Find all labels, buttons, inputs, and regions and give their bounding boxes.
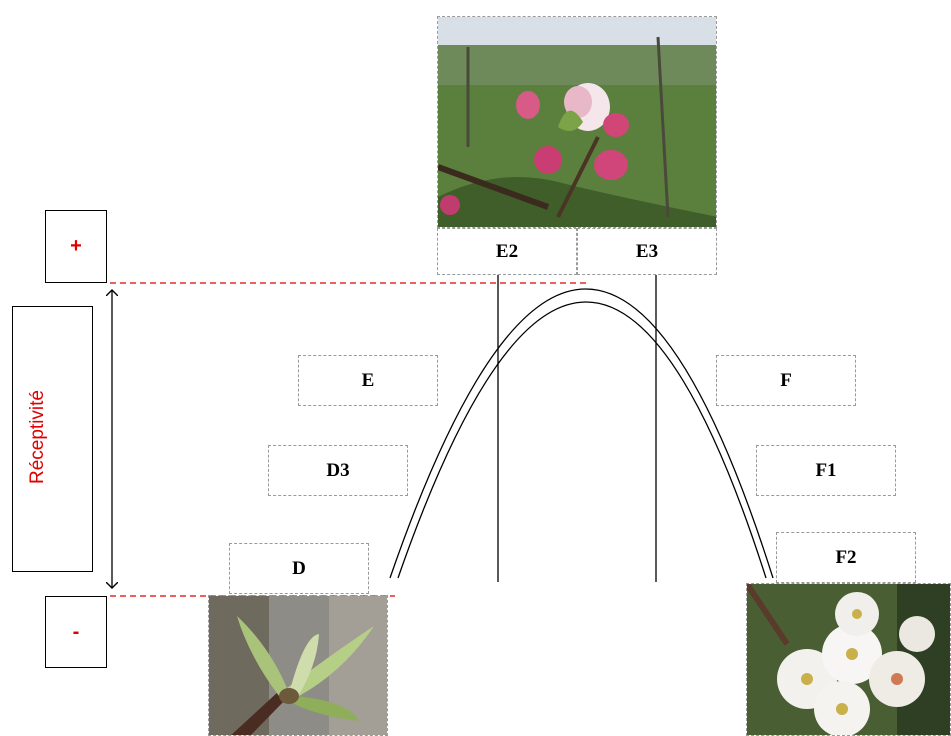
d-stage-bud-image: [209, 596, 387, 735]
low-receptivity-box: -: [45, 596, 107, 668]
f-stage-flower-image: [747, 584, 950, 735]
stage-f-box: F: [716, 355, 856, 406]
receptivity-label: Réceptivité: [27, 390, 48, 484]
minus-sign: -: [72, 620, 80, 643]
stage-d3-box: D3: [268, 445, 408, 496]
stage-f1-label: F1: [815, 459, 837, 481]
receptivity-curve-inner: [397, 301, 767, 579]
high-receptivity-box: +: [45, 210, 107, 283]
stage-f2-label: F2: [835, 546, 857, 568]
stage-d3-label: D3: [326, 459, 350, 481]
stage-f1-box: F1: [756, 445, 896, 496]
stage-d-box: D: [229, 543, 369, 594]
d-stage-bud-photo: [208, 595, 388, 736]
receptivity-curve-outer: [389, 288, 774, 579]
plus-sign: +: [70, 235, 82, 257]
stage-f-label: F: [780, 369, 792, 391]
receptivity-axis-box: [12, 306, 93, 572]
stage-e2-box: E2: [437, 228, 577, 275]
stage-d-label: D: [292, 557, 306, 579]
stage-e3-box: E3: [577, 228, 717, 275]
stage-e3-label: E3: [635, 240, 659, 262]
f-stage-flower-photo: [746, 583, 951, 736]
stage-e2-label: E2: [495, 240, 519, 262]
stage-f2-box: F2: [776, 532, 916, 583]
stage-e-label: E: [361, 369, 375, 391]
e-stage-flower-image: [438, 17, 716, 227]
stage-e-box: E: [298, 355, 438, 406]
e-stage-flower-photo: [437, 16, 717, 228]
